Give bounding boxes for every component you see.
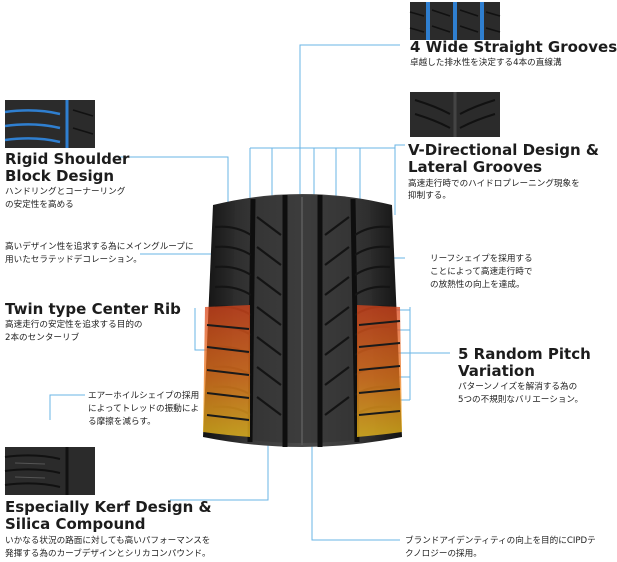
rigid-shoulder-desc-line2: の安定性を高める — [5, 200, 74, 210]
leaf-shape-desc-line1: リーフシェイプを採用する — [430, 254, 533, 264]
v-directional-title-line1: V-Directional Design & — [408, 141, 599, 159]
brand-identity-desc-line1: ブランドアイデンティティの向上を目的にCIPDテ — [405, 536, 596, 546]
rigid-shoulder-title-line2: Block Design — [5, 167, 115, 185]
leaf-shape-desc-line3: の放熱性の向上を達成。 — [430, 280, 525, 290]
serrated-deco-desc-line1: 高いデザイン性を追求する為にメイングループに — [5, 242, 194, 252]
kerf-silica-desc-line2: 発揮する為のカーブデザインとシリカコンパウンド。 — [5, 549, 211, 559]
random-pitch-desc-line2: 5つの不規則なバリエーション。 — [458, 395, 584, 405]
twin-rib-desc-line1: 高速走行の安定性を追求する目的の — [5, 320, 143, 330]
kerf-design-thumbnail — [4, 447, 95, 495]
random-pitch-title-line1: 5 Random Pitch — [458, 345, 591, 363]
serrated-deco-desc-line2: 用いたセラテッドデコレーション。 — [5, 255, 142, 265]
air-hole-desc-line3: る摩擦を減らす。 — [88, 417, 156, 427]
wide-grooves-title: 4 Wide Straight Grooves — [410, 38, 617, 56]
kerf-silica-desc-line1: いかなる状況の路面に対しても高いパフォーマンスを — [5, 536, 211, 546]
v-directional-thumbnail — [410, 92, 500, 137]
leaf-shape-desc-line2: ことによって高速走行時で — [430, 267, 533, 277]
brand-identity-desc-line2: クノロジーの採用。 — [405, 549, 482, 559]
twin-rib-desc-line2: 2本のセンターリブ — [5, 333, 80, 343]
wide-grooves-thumbnail — [409, 2, 501, 40]
air-hole-desc-line2: によってトレッドの振動によ — [88, 404, 200, 414]
kerf-silica-title-line1: Especially Kerf Design & — [5, 498, 212, 516]
v-directional-desc-line2: 抑制する。 — [408, 191, 451, 201]
rigid-shoulder-title-line1: Rigid Shoulder — [5, 150, 130, 168]
tire-feature-diagram: 4 Wide Straight Grooves 卓越した排水性を決定する4本の直… — [4, 2, 617, 559]
v-directional-title-line2: Lateral Grooves — [408, 158, 543, 176]
tire-tread-image — [203, 194, 402, 447]
twin-rib-title: Twin type Center Rib — [5, 300, 181, 318]
rigid-shoulder-desc-line1: ハンドリングとコーナーリング — [5, 187, 126, 197]
random-pitch-title-line2: Variation — [458, 362, 535, 380]
air-hole-desc-line1: エアーホイルシェイプの採用 — [88, 391, 200, 401]
kerf-silica-title-line2: Silica Compound — [5, 515, 146, 533]
v-directional-desc-line1: 高速走行時でのハイドロプレーニング現象を — [408, 179, 580, 189]
wide-grooves-desc: 卓越した排水性を決定する4本の直線溝 — [410, 58, 562, 68]
rigid-shoulder-thumbnail — [4, 100, 95, 148]
random-pitch-desc-line1: パターンノイズを解消する為の — [458, 382, 578, 392]
